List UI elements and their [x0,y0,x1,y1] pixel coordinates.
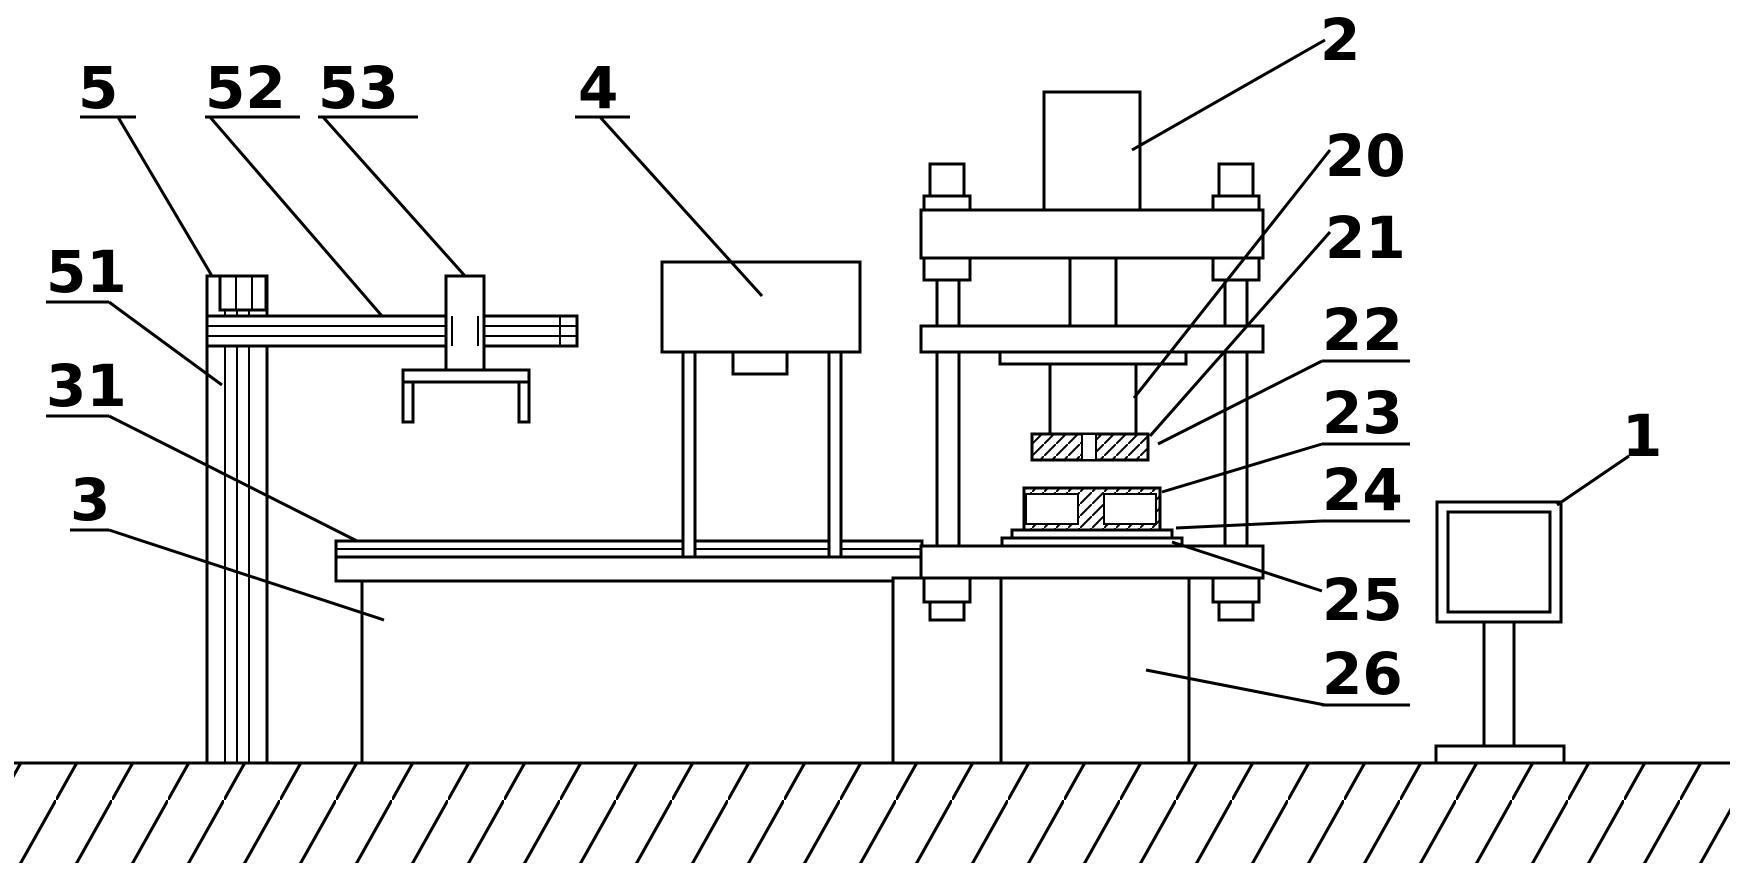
label-21: 21 [1325,204,1406,272]
label-26: 26 [1322,640,1403,708]
control-terminal [1434,500,1566,765]
label-4: 4 [578,54,618,122]
detection-unit [660,260,862,559]
press-frame [919,90,1265,622]
conveyor-table [334,539,924,763]
ground [14,761,1730,863]
label-underlines [46,115,1410,707]
label-2: 2 [1320,6,1360,74]
label-1: 1 [1622,402,1662,470]
gripper [401,274,531,424]
label-25: 25 [1322,566,1403,634]
label-5: 5 [78,54,118,122]
label-20: 20 [1325,122,1406,190]
horizontal-rail [205,314,579,348]
label-24: 24 [1322,456,1403,524]
leader-lines [108,38,1630,707]
label-22: 22 [1322,296,1403,364]
label-53: 53 [318,54,399,122]
label-23: 23 [1322,379,1403,447]
label-3: 3 [70,466,110,534]
label-52: 52 [205,54,286,122]
gantry-column [205,274,269,765]
reference-labels: 5 52 53 4 2 20 21 22 23 24 25 26 51 31 3… [46,6,1662,708]
label-51: 51 [46,238,127,306]
label-31: 31 [46,352,127,420]
